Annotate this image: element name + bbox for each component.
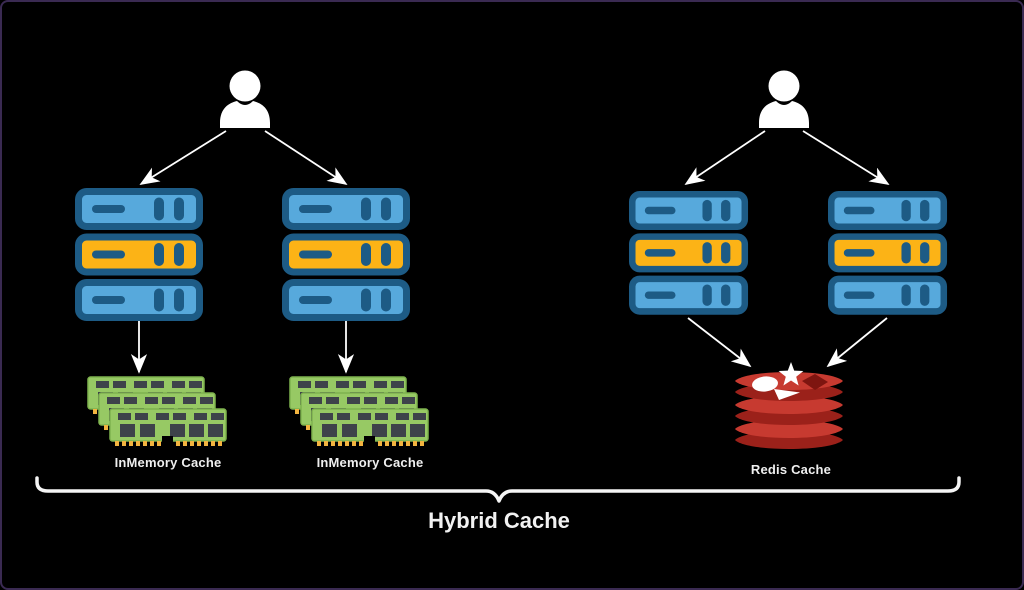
- curly-brace: [35, 476, 961, 503]
- hybrid-cache-title: Hybrid Cache: [428, 508, 570, 533]
- arrow-server3-to-redis: [687, 317, 752, 368]
- user-icon: [220, 70, 270, 128]
- arrow-user-to-server-1: [139, 130, 227, 185]
- arrow-user-to-server-2: [264, 130, 348, 185]
- redis-cache-label: Redis Cache: [750, 462, 832, 477]
- memory-icon: [290, 377, 428, 446]
- server-icon: [632, 194, 745, 311]
- inmemory-cache-label-1: InMemory Cache: [114, 455, 222, 470]
- redis-icon: [735, 362, 843, 449]
- server-icon: [286, 192, 407, 318]
- arrow-user-to-server-3: [684, 130, 766, 186]
- arrow-server4-to-redis: [826, 317, 888, 368]
- server-icon: [831, 194, 944, 311]
- memory-icon: [88, 377, 226, 446]
- server-icon: [79, 192, 200, 318]
- inmemory-cache-label-2: InMemory Cache: [316, 455, 424, 470]
- arrow-user-to-server-4: [802, 130, 890, 185]
- user-icon: [759, 70, 809, 128]
